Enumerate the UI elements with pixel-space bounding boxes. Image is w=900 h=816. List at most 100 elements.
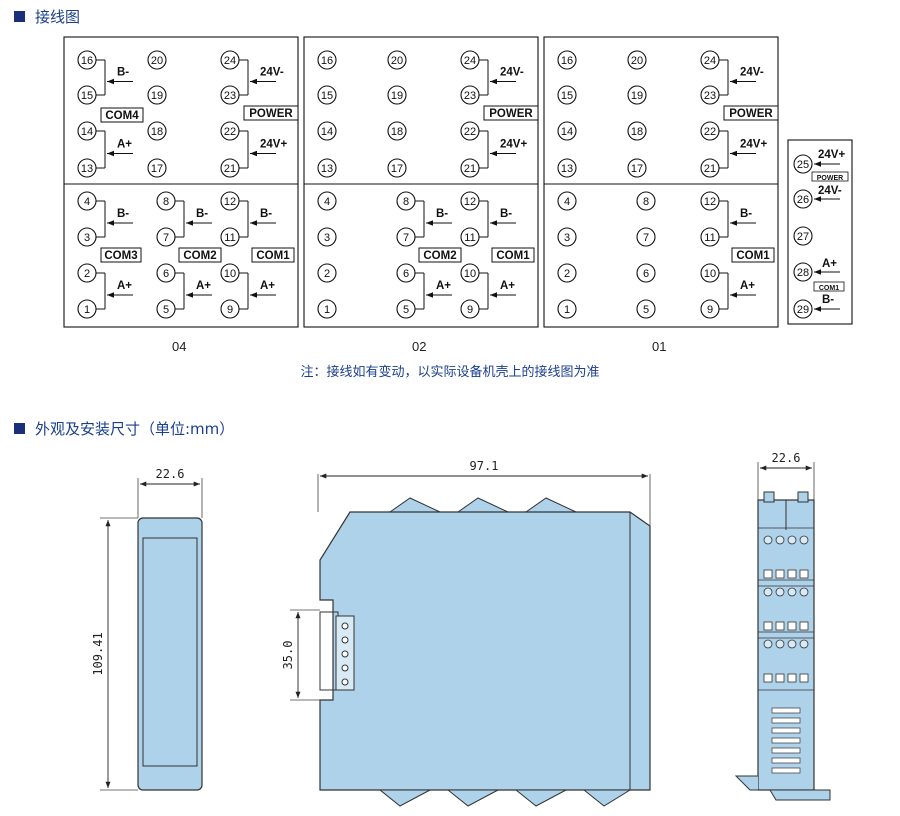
terminal-1	[77, 299, 97, 319]
terminal-number-5: 5	[643, 304, 649, 316]
signal-label: A+	[500, 280, 515, 292]
port-box	[100, 107, 144, 123]
terminal-3	[317, 227, 337, 247]
port-label: COM2	[423, 250, 456, 262]
terminal-7	[156, 227, 176, 247]
terminal-23	[700, 85, 720, 105]
vent-slot	[771, 767, 801, 774]
port-label: COM3	[104, 250, 137, 262]
terminal-5	[636, 299, 656, 319]
terminal-number-2: 2	[324, 268, 330, 280]
wiring-diagram-title: 接线图	[14, 6, 80, 27]
terminal-2	[317, 263, 337, 283]
terminal-number-18: 18	[631, 126, 643, 138]
vent-slot	[771, 757, 801, 764]
terminal-12	[220, 191, 240, 211]
terminal-number-14: 14	[321, 126, 333, 138]
terminal-14	[317, 121, 337, 141]
terminal-5	[396, 299, 416, 319]
terminal-number-22: 22	[704, 126, 716, 138]
terminal-23	[220, 85, 240, 105]
vent-slot	[771, 717, 801, 724]
terminal-23	[460, 85, 480, 105]
terminal-22	[220, 121, 240, 141]
terminal-15	[557, 85, 577, 105]
side-com1-label: COM1	[819, 285, 839, 292]
port-box	[491, 247, 535, 263]
terminal-11	[700, 227, 720, 247]
end-width-dim: 22.6	[772, 451, 801, 465]
terminal-number-10: 10	[224, 268, 236, 280]
terminal-10	[700, 263, 720, 283]
terminal-4	[77, 191, 97, 211]
signal-label: B-	[117, 67, 129, 79]
front-height-dim: 109.41	[91, 632, 105, 675]
terminal-number-19: 19	[151, 90, 163, 102]
terminal-number-17: 17	[151, 163, 163, 175]
terminal-number-4: 4	[564, 196, 570, 208]
model-label-01: 01	[652, 339, 667, 354]
terminal-number-6: 6	[643, 268, 649, 280]
terminal-2	[77, 263, 97, 283]
terminal-1	[557, 299, 577, 319]
terminal-16	[557, 50, 577, 70]
terminal-12	[700, 191, 720, 211]
side-com1-box	[813, 281, 845, 292]
vent-slot	[771, 727, 801, 734]
terminal-8	[156, 191, 176, 211]
signal-label: A+	[260, 280, 275, 292]
terminal-block	[758, 527, 814, 587]
terminal-number-21: 21	[224, 163, 236, 175]
terminal-number-7: 7	[163, 232, 169, 244]
terminal-number-9: 9	[227, 304, 233, 316]
terminal-5	[156, 299, 176, 319]
terminal-number-8: 8	[643, 196, 649, 208]
port-label: COM4	[105, 110, 139, 122]
terminal-number-28: 28	[797, 267, 809, 279]
terminal-6	[396, 263, 416, 283]
wiring-panel	[543, 36, 779, 328]
signal-label: B-	[260, 208, 272, 220]
port-label: POWER	[249, 108, 293, 120]
terminal-number-6: 6	[403, 268, 409, 280]
terminal-number-18: 18	[151, 126, 163, 138]
terminal-number-19: 19	[631, 90, 643, 102]
terminal-number-3: 3	[564, 232, 570, 244]
signal-label: A+	[196, 280, 211, 292]
terminal-number-20: 20	[391, 55, 403, 67]
signal-label: 24V+	[740, 139, 767, 151]
terminal-number-13: 13	[321, 163, 333, 175]
terminal-8	[636, 191, 656, 211]
terminal-10	[460, 263, 480, 283]
front-width-dim: 22.6	[156, 467, 185, 481]
terminal-number-8: 8	[403, 196, 409, 208]
signal-label: B-	[196, 208, 208, 220]
terminal-number-16: 16	[561, 55, 573, 67]
terminal-9	[700, 299, 720, 319]
terminal-number-15: 15	[81, 90, 93, 102]
terminal-number-20: 20	[631, 55, 643, 67]
terminal-13	[77, 158, 97, 178]
side-length-dim: 97.1	[470, 459, 499, 473]
terminal-number-15: 15	[321, 90, 333, 102]
terminal-17	[147, 158, 167, 178]
terminal-26	[793, 189, 813, 209]
terminal-20	[627, 50, 647, 70]
terminal-27	[793, 226, 813, 246]
terminal-17	[387, 158, 407, 178]
terminal-number-9: 9	[467, 304, 473, 316]
terminal-12	[460, 191, 480, 211]
terminal-number-22: 22	[224, 126, 236, 138]
terminal-11	[220, 227, 240, 247]
terminal-number-26: 26	[797, 194, 809, 206]
terminal-24	[700, 50, 720, 70]
terminal-number-23: 23	[224, 90, 236, 102]
terminal-number-4: 4	[84, 196, 90, 208]
port-label: POWER	[729, 108, 773, 120]
terminal-29	[793, 299, 813, 319]
terminal-number-19: 19	[391, 90, 403, 102]
terminal-number-14: 14	[81, 126, 93, 138]
side-b-minus: B-	[822, 294, 834, 306]
terminal-2	[557, 263, 577, 283]
terminal-21	[220, 158, 240, 178]
